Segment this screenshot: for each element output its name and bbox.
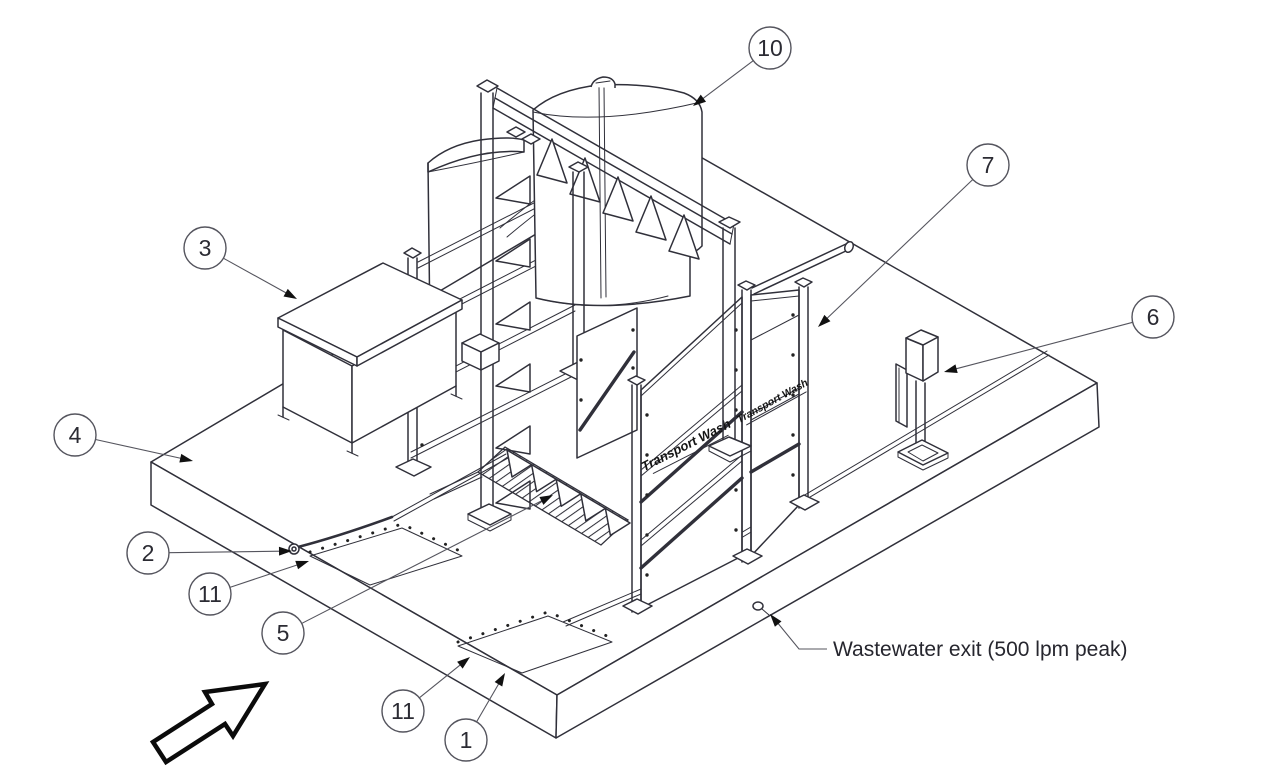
- side-wall-panels: Transport Wash Transport Wash: [622, 277, 820, 615]
- callout-bubble-11: [381, 689, 425, 733]
- equipment-shed: [277, 262, 463, 457]
- callout-bubble-4: [53, 413, 97, 457]
- callout-bubble-11: [188, 572, 232, 616]
- callout-11: 11: [188, 560, 309, 616]
- callout-bubble-3: [183, 226, 227, 270]
- callout-2: 2: [126, 531, 292, 575]
- callout-number: 1: [460, 727, 473, 753]
- callout-7: 7: [818, 143, 1010, 327]
- entry-mat: [308, 522, 464, 586]
- wastewater-drain: [752, 601, 770, 616]
- callout-bubble-7: [966, 143, 1010, 187]
- callout-5: 5: [261, 495, 553, 655]
- callout-11: 11: [381, 657, 470, 733]
- wastewater-annotation: Wastewater exit (500 lpm peak): [770, 614, 1128, 661]
- callout-bubble-5: [261, 611, 305, 655]
- callout-number: 7: [982, 152, 995, 178]
- callout-bubble-6: [1131, 295, 1175, 339]
- gantry-right-post: [708, 216, 752, 463]
- wall-posts: [622, 277, 820, 615]
- callout-number: 10: [757, 35, 783, 61]
- rear-right-wall-panel: [576, 307, 638, 459]
- callout-3: 3: [183, 226, 297, 299]
- callout-4: 4: [53, 413, 193, 463]
- callout-1: 1: [444, 673, 505, 762]
- direction-arrow-icon: [149, 681, 270, 766]
- callout-number: 4: [69, 422, 82, 448]
- callout-6: 6: [944, 295, 1175, 373]
- water-supply-hose: [288, 515, 394, 555]
- mast-carriage: [461, 333, 500, 371]
- callout-number: 6: [1147, 304, 1160, 330]
- callout-10: 10: [693, 26, 792, 106]
- callout-number: 11: [391, 698, 415, 724]
- callout-number: 5: [277, 620, 290, 646]
- callout-bubble-10: [748, 26, 792, 70]
- callout-bubble-1: [444, 718, 488, 762]
- overhead-spray-boom: [492, 87, 735, 260]
- callout-number: 3: [199, 235, 212, 261]
- callout-number: 11: [198, 581, 222, 607]
- callout-number: 2: [142, 540, 155, 566]
- wastewater-label: Wastewater exit (500 lpm peak): [833, 638, 1128, 661]
- supply-pipe: [751, 240, 855, 295]
- drain-grating: [429, 446, 631, 546]
- callout-bubble-2: [126, 531, 170, 575]
- pay-kiosk: [895, 329, 949, 471]
- exit-mat: [456, 610, 614, 674]
- top-spray-nozzles: [536, 138, 700, 260]
